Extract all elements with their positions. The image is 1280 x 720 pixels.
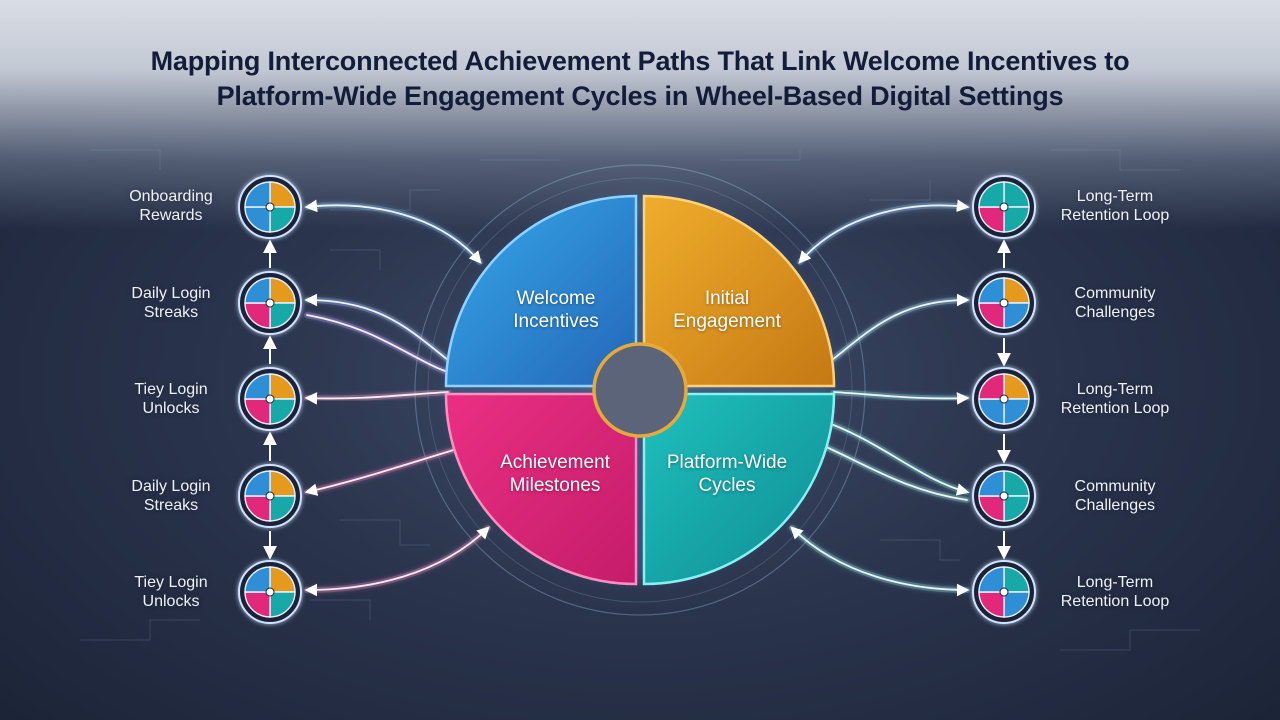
wheel-segment-platform-wide-cycles — [642, 392, 836, 586]
right-node-icon-5 — [972, 560, 1036, 624]
segment-label-platform: Platform-Wide Cycles — [666, 452, 788, 496]
connector-left-5 — [304, 525, 491, 597]
outer-ring-inner — [427, 177, 853, 603]
node-chain-arrows — [263, 239, 1011, 560]
node-icons — [238, 175, 1036, 624]
left-node-icon-1 — [238, 175, 302, 239]
wheel-segment-welcome-incentives — [444, 194, 638, 388]
left-node-icon-4 — [238, 464, 302, 528]
connector-right-4b — [807, 437, 970, 503]
wheel-hub — [592, 342, 688, 438]
left-node-icon-3 — [238, 367, 302, 431]
right-node-icon-2 — [972, 271, 1036, 335]
segment-label-welcome: Welcome Incentives — [513, 288, 599, 332]
connector-right-3 — [831, 389, 970, 405]
connector-left-3 — [304, 389, 451, 405]
connector-right-1 — [797, 199, 970, 265]
wheel-segment-achievement-milestones — [444, 392, 638, 586]
right-node-icon-3 — [972, 367, 1036, 431]
title-line-1: Mapping Interconnected Achievement Paths… — [150, 46, 1130, 76]
connector-left-1 — [304, 199, 483, 265]
title-line-2: Platform-Wide Engagement Cycles in Wheel… — [216, 81, 1064, 111]
right-node-icon-4 — [972, 464, 1036, 528]
segment-label-initial: Initial Engagement — [673, 288, 781, 332]
right-node-icon-1 — [972, 175, 1036, 239]
left-node-icon-2 — [238, 271, 302, 335]
outer-ring — [414, 164, 866, 616]
connector-left-4 — [304, 442, 473, 496]
wheel-segment-initial-engagement — [642, 194, 836, 388]
segment-label-achievement: Achievement Milestones — [500, 452, 610, 496]
connector-right-5 — [789, 525, 970, 597]
engagement-wheel — [444, 194, 836, 586]
left-node-icon-5 — [238, 560, 302, 624]
page-title: Mapping Interconnected Achievement Paths… — [40, 44, 1240, 114]
